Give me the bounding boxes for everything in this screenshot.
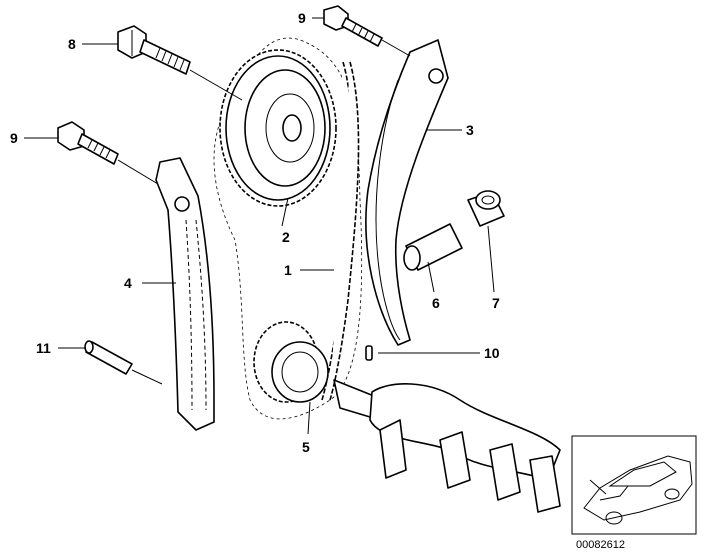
part-8-bolt <box>117 25 191 75</box>
drawing-code: 00082612 <box>576 539 625 551</box>
part-3-tensioner-rail <box>365 39 449 346</box>
callout-7: 7 <box>492 295 500 311</box>
callout-9-top: 9 <box>298 10 306 26</box>
callout-2: 2 <box>282 229 290 245</box>
car-location-icon <box>583 455 693 525</box>
inset-box <box>571 435 697 535</box>
part-9-bolt-top <box>323 5 383 47</box>
callout-1: 1 <box>284 262 292 278</box>
callout-6: 6 <box>432 295 440 311</box>
part-5-crankshaft-sprocket <box>253 321 329 403</box>
part-4-guide-rail <box>155 157 215 431</box>
part-6-tensioner-piston <box>403 223 463 271</box>
part-7-screw-plug <box>467 190 505 227</box>
part-1-timing-chain <box>321 61 360 401</box>
part-11-dowel-pin <box>84 340 133 375</box>
part-10-pin <box>365 345 373 361</box>
callout-10: 10 <box>484 345 500 361</box>
crankshaft <box>333 379 561 513</box>
callout-11: 11 <box>36 340 51 356</box>
chain-path-outline <box>213 37 363 420</box>
part-9-bolt-left <box>57 121 119 165</box>
leader-lines <box>24 17 495 435</box>
callout-5: 5 <box>302 439 310 455</box>
callout-8: 8 <box>68 36 76 52</box>
callout-9-left: 9 <box>10 130 18 146</box>
callout-3: 3 <box>466 122 474 138</box>
part-2-camshaft-sprocket <box>219 49 337 207</box>
callout-4: 4 <box>124 275 132 291</box>
